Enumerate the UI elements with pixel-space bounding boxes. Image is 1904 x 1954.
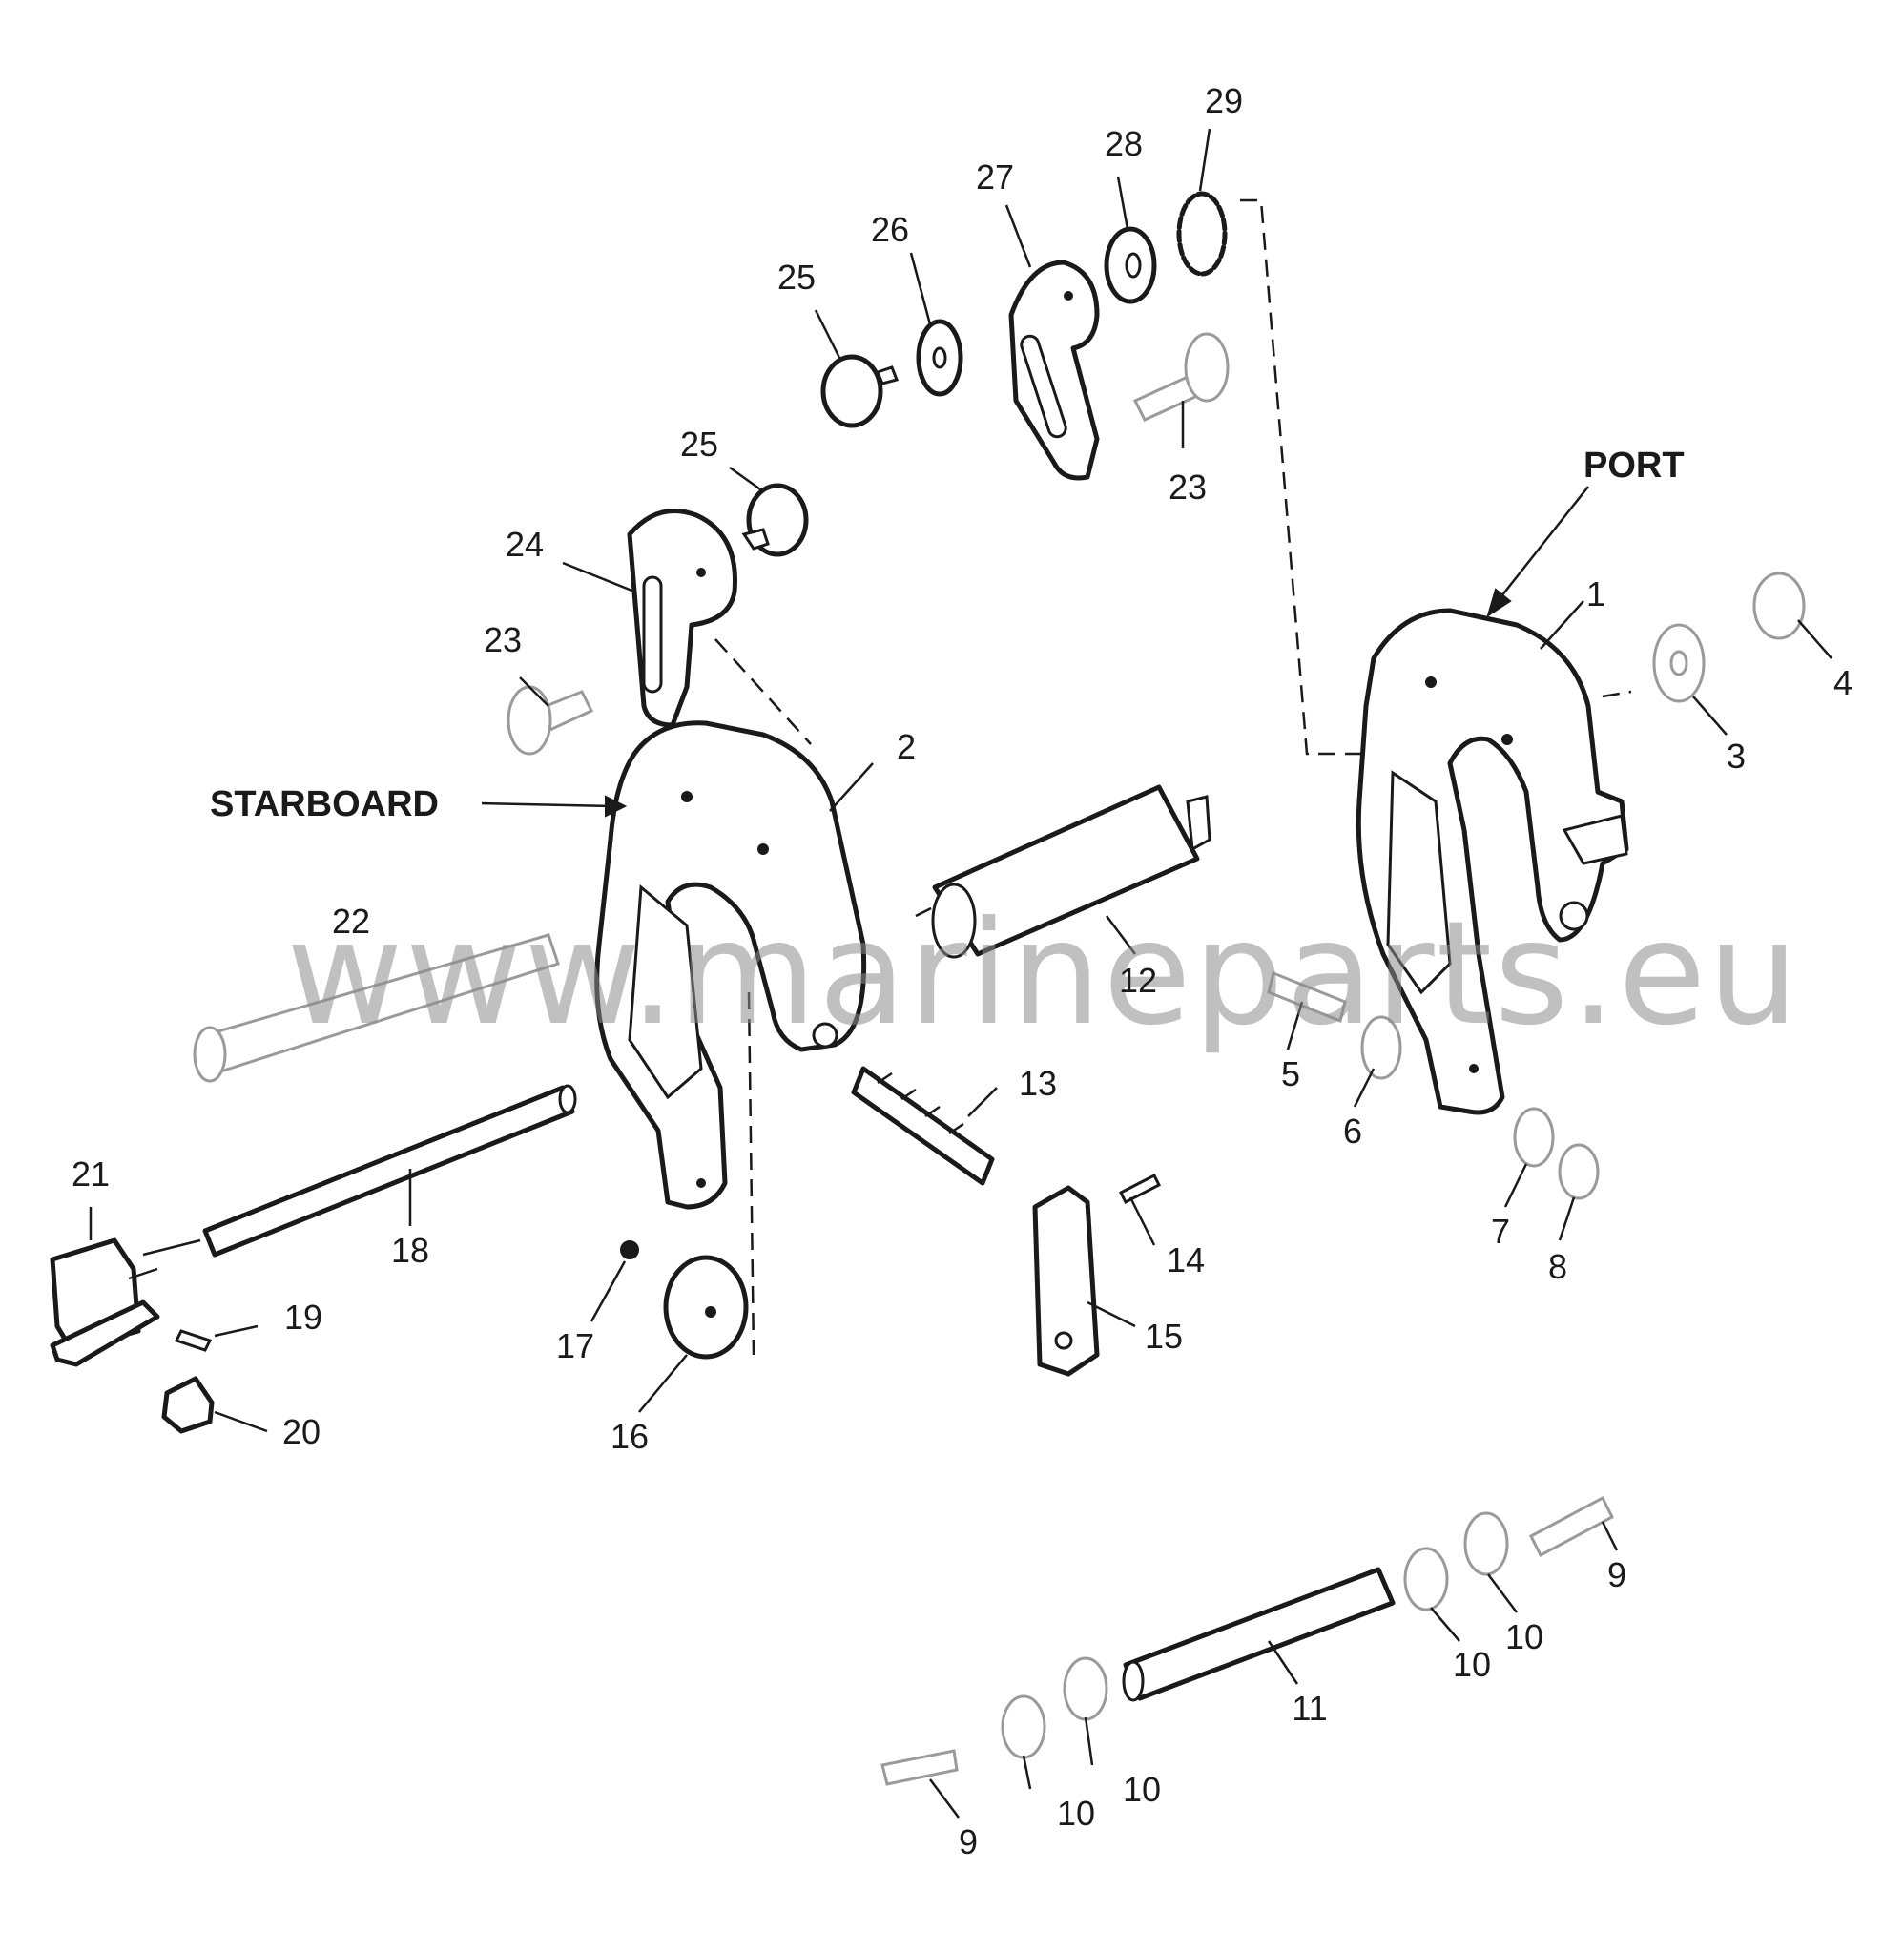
callout-21: 21 xyxy=(72,1154,110,1194)
callout-15: 15 xyxy=(1145,1317,1183,1356)
part-1-port-bracket xyxy=(1356,608,1629,1115)
part-17-pin xyxy=(620,1240,639,1259)
callout-11: 11 xyxy=(1292,1689,1327,1728)
part-23-bolt-lower xyxy=(507,685,594,756)
callout-10-b: 10 xyxy=(1505,1617,1543,1656)
part-10-washers xyxy=(1001,1511,1509,1759)
callout-8: 8 xyxy=(1548,1247,1567,1286)
callout-7: 7 xyxy=(1491,1212,1510,1251)
callout-1: 1 xyxy=(1586,574,1605,613)
callout-3: 3 xyxy=(1727,737,1746,776)
callout-17: 17 xyxy=(556,1326,594,1365)
watermark: www.marineparts.eu xyxy=(286,891,1801,1057)
part-9-bolt-left xyxy=(880,1749,959,1786)
part-13-spring xyxy=(851,1066,995,1186)
part-14-pin xyxy=(1118,1173,1162,1205)
callout-2: 2 xyxy=(897,727,916,766)
leader-lines xyxy=(89,128,1832,1819)
callout-10-a: 10 xyxy=(1453,1645,1491,1684)
callout-14: 14 xyxy=(1167,1240,1205,1279)
starboard-label: STARBOARD xyxy=(210,784,439,824)
alignment-line-24-to-starboard xyxy=(714,638,812,745)
callout-27: 27 xyxy=(976,157,1014,197)
callout-25-lower: 25 xyxy=(680,425,718,464)
part-2-starboard-bracket xyxy=(594,720,867,1210)
part-11-shaft xyxy=(1122,1567,1396,1702)
alignment-line-port-pivot xyxy=(1602,690,1632,698)
callout-12: 12 xyxy=(1119,961,1157,1000)
callout-24: 24 xyxy=(506,525,544,564)
callout-22: 22 xyxy=(332,902,370,941)
part-7-washer xyxy=(1513,1107,1555,1168)
part-27-slotted-plate xyxy=(1008,260,1100,481)
callout-28: 28 xyxy=(1105,124,1143,163)
part-29-lock-washer xyxy=(1176,191,1228,277)
part-22-bolt xyxy=(193,933,560,1083)
part-4-nut xyxy=(1752,572,1806,640)
part-5-bolt xyxy=(1267,970,1347,1024)
part-18-rod xyxy=(142,1084,577,1258)
callout-23-lower: 23 xyxy=(484,620,522,659)
callout-9-right: 9 xyxy=(1607,1555,1626,1594)
part-26-washer xyxy=(916,319,963,397)
port-arrow xyxy=(1486,486,1589,618)
callout-25-upper: 25 xyxy=(777,258,816,297)
callout-23-upper: 23 xyxy=(1169,468,1207,507)
callout-16: 16 xyxy=(611,1417,649,1456)
part-3-washer xyxy=(1652,623,1706,703)
alignment-line-starboard-to-16 xyxy=(747,991,755,1356)
part-9-bolt-right xyxy=(1529,1495,1614,1558)
part-23-bolt-upper xyxy=(1132,332,1230,422)
callout-6: 6 xyxy=(1343,1112,1362,1151)
part-24-slotted-plate xyxy=(627,509,737,728)
callouts: 1 2 3 4 5 6 7 8 9 9 10 10 10 10 11 12 13… xyxy=(72,81,1852,1861)
alignment-line-29-to-port xyxy=(1240,198,1426,756)
part-12-tube xyxy=(931,784,1211,959)
part-16-disc xyxy=(663,1255,749,1360)
callout-20: 20 xyxy=(282,1412,321,1451)
part-25-knob-lower xyxy=(741,483,809,557)
callout-18: 18 xyxy=(391,1231,429,1270)
callout-29: 29 xyxy=(1205,81,1243,120)
callout-13: 13 xyxy=(1019,1064,1057,1103)
callout-4: 4 xyxy=(1833,663,1852,702)
callout-10-c: 10 xyxy=(1057,1794,1095,1833)
part-25-knob-upper xyxy=(820,354,899,428)
callout-5: 5 xyxy=(1281,1054,1300,1093)
callout-26: 26 xyxy=(871,210,909,249)
part-21-latch xyxy=(50,1237,160,1367)
callout-9-left: 9 xyxy=(959,1822,978,1861)
part-6-washer xyxy=(1360,1015,1402,1080)
part-15-lever xyxy=(1032,1185,1100,1377)
port-label: PORT xyxy=(1583,446,1685,486)
starboard-arrow xyxy=(481,795,628,818)
part-8-nut xyxy=(1558,1143,1600,1200)
callout-19: 19 xyxy=(284,1298,322,1337)
part-28-washer xyxy=(1104,226,1157,304)
part-20-clip xyxy=(161,1376,215,1434)
part-19-pin xyxy=(174,1329,213,1352)
callout-10-d: 10 xyxy=(1123,1770,1161,1809)
